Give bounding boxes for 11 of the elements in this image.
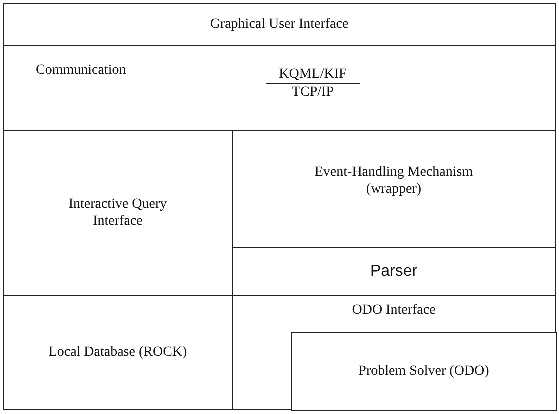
layer-label: Graphical User Interface [210, 16, 349, 33]
layer-label: Event-Handling Mechanism (wrapper) [314, 164, 474, 198]
layer-label: Communication [36, 62, 126, 79]
layer-label: Interactive Query Interface [68, 196, 168, 230]
layer-box [291, 332, 557, 411]
protocol-label: TCP/IP [290, 84, 335, 101]
layer-label: Parser [370, 263, 418, 280]
layer-label: ODO Interface [352, 302, 436, 319]
protocol-label: KQML/KIF [266, 66, 360, 84]
layer-label: Local Database (ROCK) [48, 344, 188, 361]
layer-label: Problem Solver (ODO) [358, 363, 490, 380]
